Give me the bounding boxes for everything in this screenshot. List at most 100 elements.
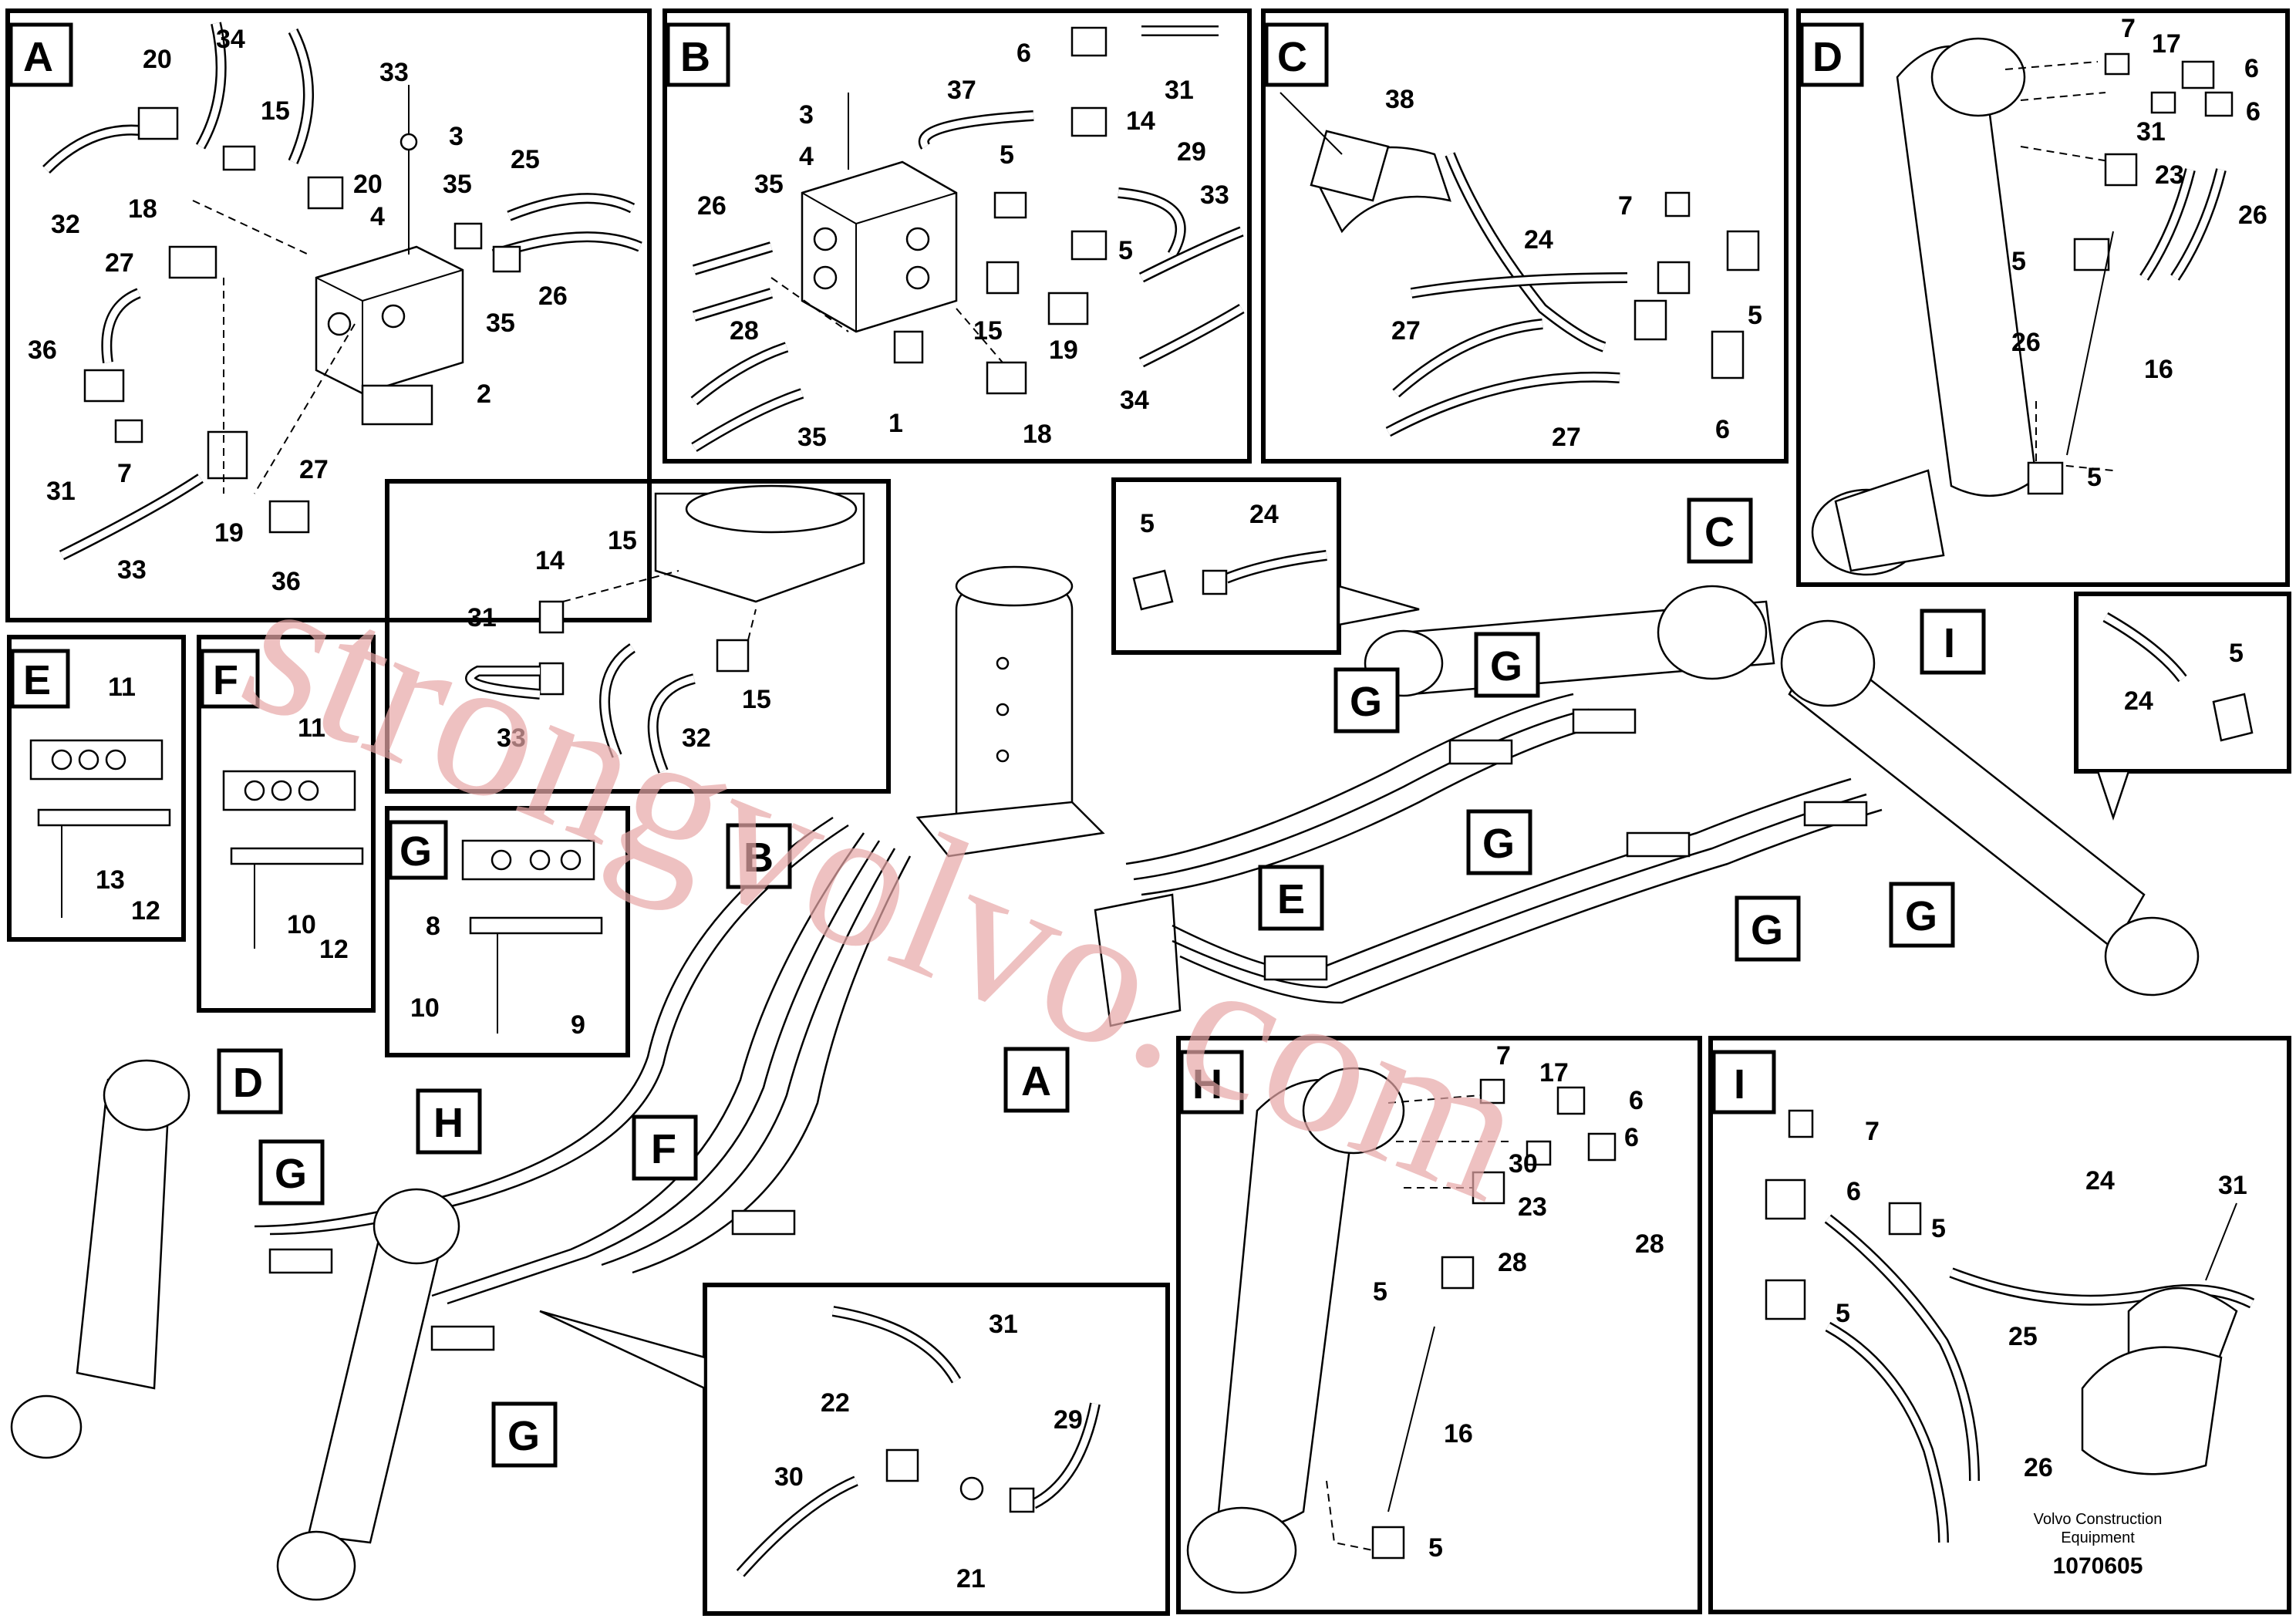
label: 15 — [261, 96, 290, 126]
label: 5 — [1000, 140, 1014, 170]
label: 24 — [2124, 686, 2153, 716]
callout-e: E — [1258, 865, 1324, 931]
panel-c: C — [1261, 8, 1789, 464]
svg-text:A: A — [1021, 1058, 1051, 1104]
label: 8 — [426, 912, 440, 941]
label: 13 — [96, 865, 125, 895]
label: 23 — [2155, 160, 2184, 190]
label: 25 — [2008, 1322, 2038, 1351]
label: 2 — [477, 379, 491, 409]
label: 17 — [2152, 29, 2181, 59]
label: 5 — [1118, 236, 1133, 265]
label: 35 — [754, 170, 784, 199]
label: 7 — [1865, 1117, 1880, 1146]
label: 26 — [697, 191, 727, 221]
label: 5 — [2087, 463, 2102, 492]
label: 35 — [443, 170, 472, 199]
panel-e-title: E — [23, 657, 51, 703]
callout-c: C — [1687, 497, 1753, 564]
panel-g: G — [385, 806, 630, 1057]
label: 28 — [730, 316, 759, 346]
label: 7 — [1496, 1041, 1511, 1071]
label: 22 — [821, 1388, 850, 1418]
panel-e: E — [7, 635, 186, 942]
label: 33 — [497, 723, 526, 753]
label: 33 — [1200, 180, 1229, 210]
panel-a-title: A — [23, 34, 53, 80]
label: 36 — [28, 336, 57, 365]
label: 7 — [117, 459, 132, 488]
label: 31 — [2218, 1171, 2247, 1200]
svg-text:D: D — [233, 1060, 263, 1106]
panel-i: I — [1708, 1036, 2291, 1614]
label: 27 — [1552, 423, 1581, 452]
swivel-detail — [385, 479, 891, 794]
svg-text:F: F — [651, 1126, 676, 1172]
label: 31 — [46, 477, 76, 506]
label: 34 — [216, 25, 245, 54]
label: 14 — [535, 546, 565, 575]
label: 31 — [467, 603, 497, 632]
label: 5 — [1373, 1277, 1387, 1307]
label: 27 — [1391, 316, 1421, 346]
label: 24 — [1249, 500, 1279, 529]
label: 1 — [888, 409, 903, 438]
label: 28 — [1635, 1229, 1664, 1259]
label: 19 — [1049, 336, 1078, 365]
label: 30 — [1509, 1149, 1538, 1179]
label: 30 — [774, 1462, 804, 1492]
panel-d: D — [1796, 8, 2290, 587]
svg-text:G: G — [1350, 679, 1382, 725]
label: 6 — [1629, 1086, 1644, 1115]
label: 12 — [319, 935, 349, 964]
svg-text:G: G — [1490, 643, 1522, 690]
callout-g: G — [491, 1401, 558, 1468]
label: 11 — [108, 673, 136, 702]
callout-g: G — [1735, 895, 1801, 962]
label: 9 — [571, 1010, 585, 1040]
company-name-line1: Volvo Construction — [2034, 1511, 2163, 1528]
callout-g: G — [258, 1139, 325, 1206]
panel-a: A — [5, 8, 652, 622]
label: 29 — [1177, 137, 1206, 167]
label: 6 — [1624, 1123, 1639, 1152]
label: 20 — [353, 170, 383, 199]
svg-text:G: G — [1905, 893, 1937, 939]
svg-text:G: G — [507, 1413, 540, 1459]
label: 33 — [379, 58, 409, 87]
label: 6 — [1846, 1177, 1861, 1206]
callout-b: B — [726, 823, 792, 889]
label: 19 — [214, 518, 244, 548]
label: 31 — [989, 1310, 1018, 1339]
panel-g-title: G — [400, 828, 432, 875]
label: 24 — [1524, 225, 1553, 255]
label: 36 — [271, 567, 301, 596]
label: 21 — [956, 1564, 986, 1593]
panel-i-title: I — [1734, 1061, 1745, 1108]
label: 11 — [298, 713, 325, 743]
callout-d: D — [217, 1048, 283, 1114]
label: 35 — [486, 309, 515, 338]
svg-text:I: I — [1944, 620, 1955, 666]
label: 26 — [2238, 201, 2267, 230]
panel-h-title: H — [1192, 1061, 1222, 1108]
label: 5 — [1748, 301, 1762, 330]
label: 23 — [1518, 1192, 1547, 1222]
svg-text:E: E — [1277, 876, 1305, 922]
label: 27 — [299, 455, 329, 484]
label: 15 — [742, 685, 771, 714]
panel-d-title: D — [1812, 34, 1843, 80]
svg-text:C: C — [1704, 509, 1735, 555]
label: 33 — [117, 555, 147, 585]
callout-h: H — [416, 1088, 482, 1155]
label: 27 — [105, 248, 134, 278]
label: 5 — [2229, 639, 2244, 668]
label: 26 — [2011, 328, 2041, 357]
label: 7 — [2121, 14, 2136, 43]
callout-f: F — [632, 1114, 698, 1181]
label: 6 — [2244, 54, 2259, 83]
label: 35 — [797, 423, 827, 452]
label: 24 — [2085, 1166, 2115, 1195]
label: 10 — [410, 993, 440, 1023]
